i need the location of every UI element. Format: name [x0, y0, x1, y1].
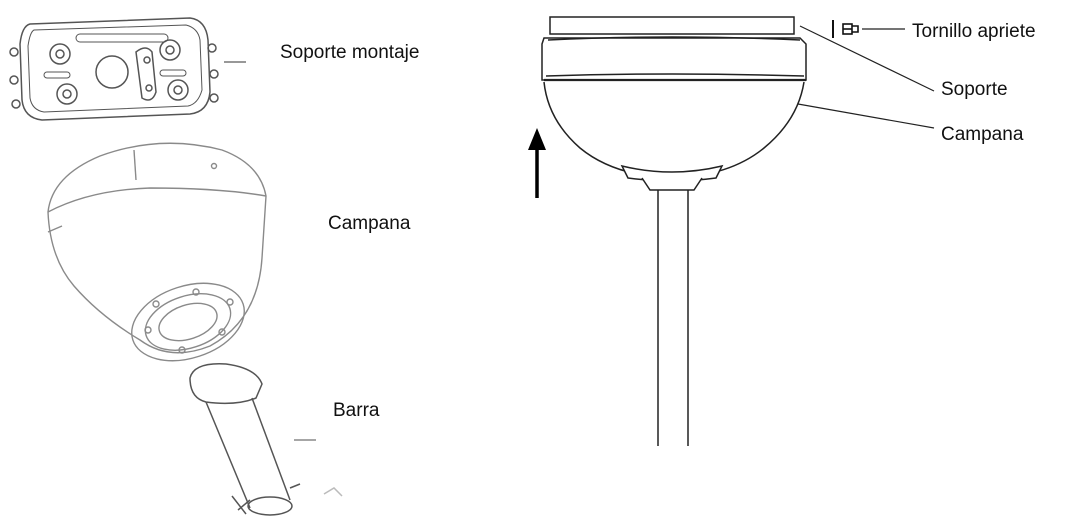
label-campana-left: Campana [328, 213, 411, 234]
leader-lines [797, 25, 935, 129]
mounting-bracket-drawing [9, 17, 246, 121]
label-soporte: Soporte [941, 79, 1008, 100]
screw-icon [832, 20, 859, 38]
downrod-drawing [189, 363, 343, 516]
label-soporte-montaje: Soporte montaje [280, 42, 420, 63]
up-arrow-icon [528, 128, 546, 198]
assembly-right-drawing [541, 16, 807, 446]
label-tornillo-apriete: Tornillo apriete [912, 21, 1036, 42]
label-campana-right: Campana [941, 124, 1024, 145]
label-barra: Barra [333, 400, 380, 421]
canopy-left-drawing [47, 142, 267, 362]
